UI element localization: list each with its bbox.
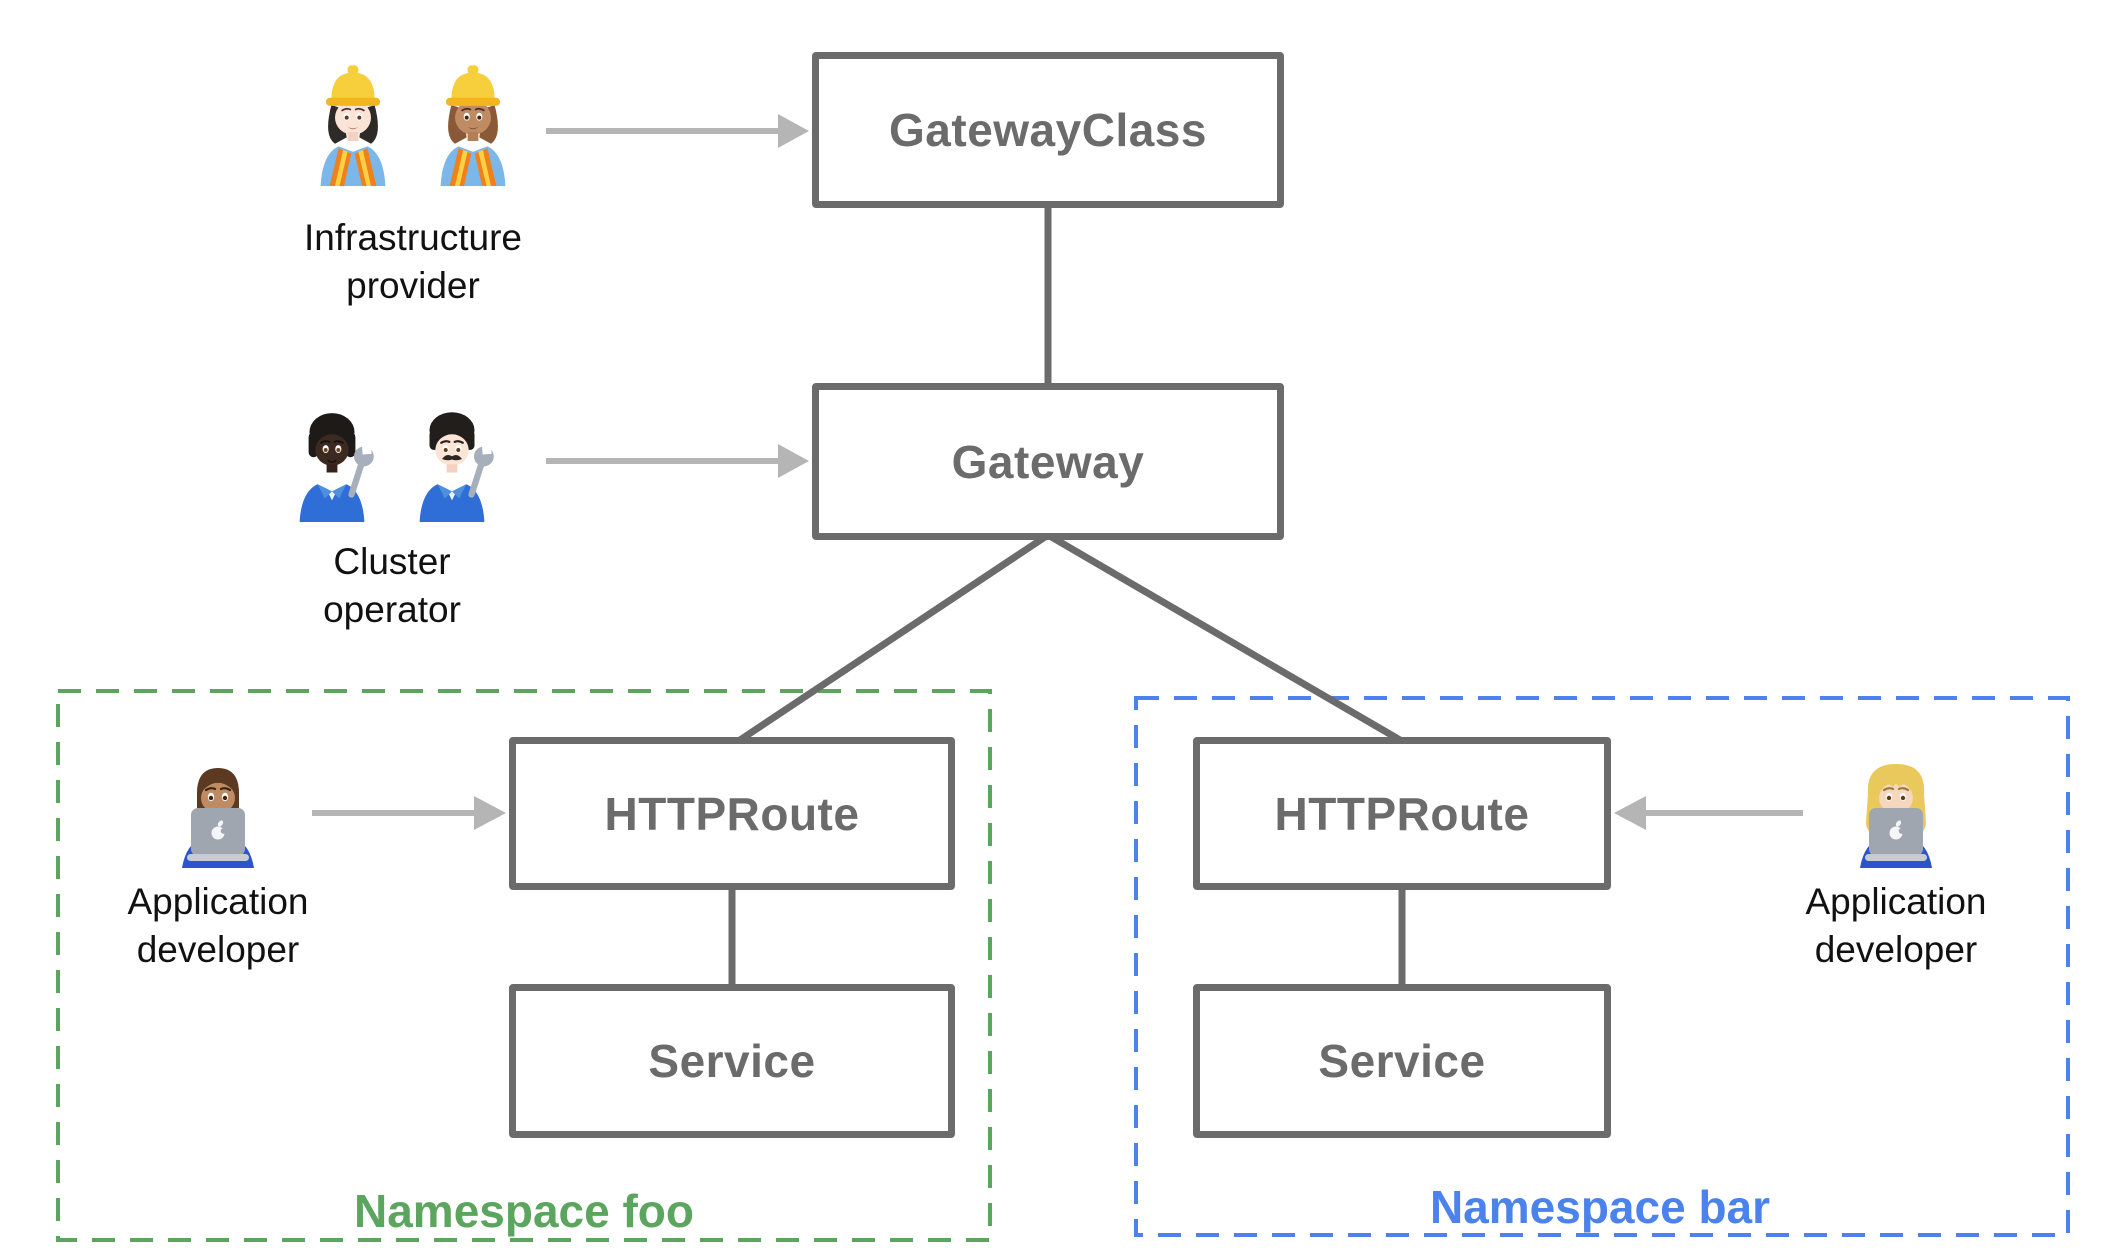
line-gateway-httproute-foo [738,532,1050,743]
cluster-operator-label-line1: Cluster [333,541,451,582]
namespace-foo-boundary [56,689,992,1242]
node-httproute-foo: HTTPRoute [509,737,955,890]
namespace-bar-boundary [1134,696,2070,1237]
node-httproute-bar: HTTPRoute [1193,737,1611,890]
app-developer-bar-label-line2: developer [1814,929,1978,970]
line-gateway-httproute-bar [1046,531,1402,744]
app-developer-bar-icon-group [1846,750,1946,868]
woman-construction-worker-light-icon [308,60,398,186]
app-developer-bar-label-line1: Application [1805,881,1987,922]
man-mechanic-light-icon [407,396,497,522]
namespace-foo-label: Namespace foo [353,1185,694,1237]
node-gateway: Gateway [812,383,1284,540]
infrastructure-provider-icons [308,60,518,186]
cluster-operator-label-line2: operator [323,589,461,630]
app-developer-foo-icon-group [168,750,268,868]
infrastructure-provider-label-line2: provider [346,265,480,306]
arrow-infrastructure-to-gatewayclass [546,114,809,148]
man-technologist-icon [168,750,268,868]
infrastructure-provider-label-line1: Infrastructure [304,217,522,258]
arrow-developer-to-httproute-foo [312,796,506,830]
arrow-cluster-operator-to-gateway [546,444,809,478]
namespace-bar-label: Namespace bar [1429,1181,1771,1233]
cluster-operator-icons [287,396,497,522]
woman-construction-worker-medium-icon [428,60,518,186]
arrow-developer-to-httproute-bar [1614,796,1803,830]
woman-technologist-icon [1846,750,1946,868]
node-service-bar: Service [1193,984,1611,1138]
cluster-operator-label: Cluster operator [192,538,592,634]
app-developer-bar-label: Application developer [1696,878,2096,974]
app-developer-foo-label-line1: Application [127,881,309,922]
node-gatewayclass: GatewayClass [812,52,1284,208]
infrastructure-provider-label: Infrastructure provider [213,214,613,310]
person-mechanic-dark-icon [287,396,377,522]
app-developer-foo-label-line2: developer [136,929,300,970]
app-developer-foo-label: Application developer [18,878,418,974]
node-service-foo: Service [509,984,955,1138]
